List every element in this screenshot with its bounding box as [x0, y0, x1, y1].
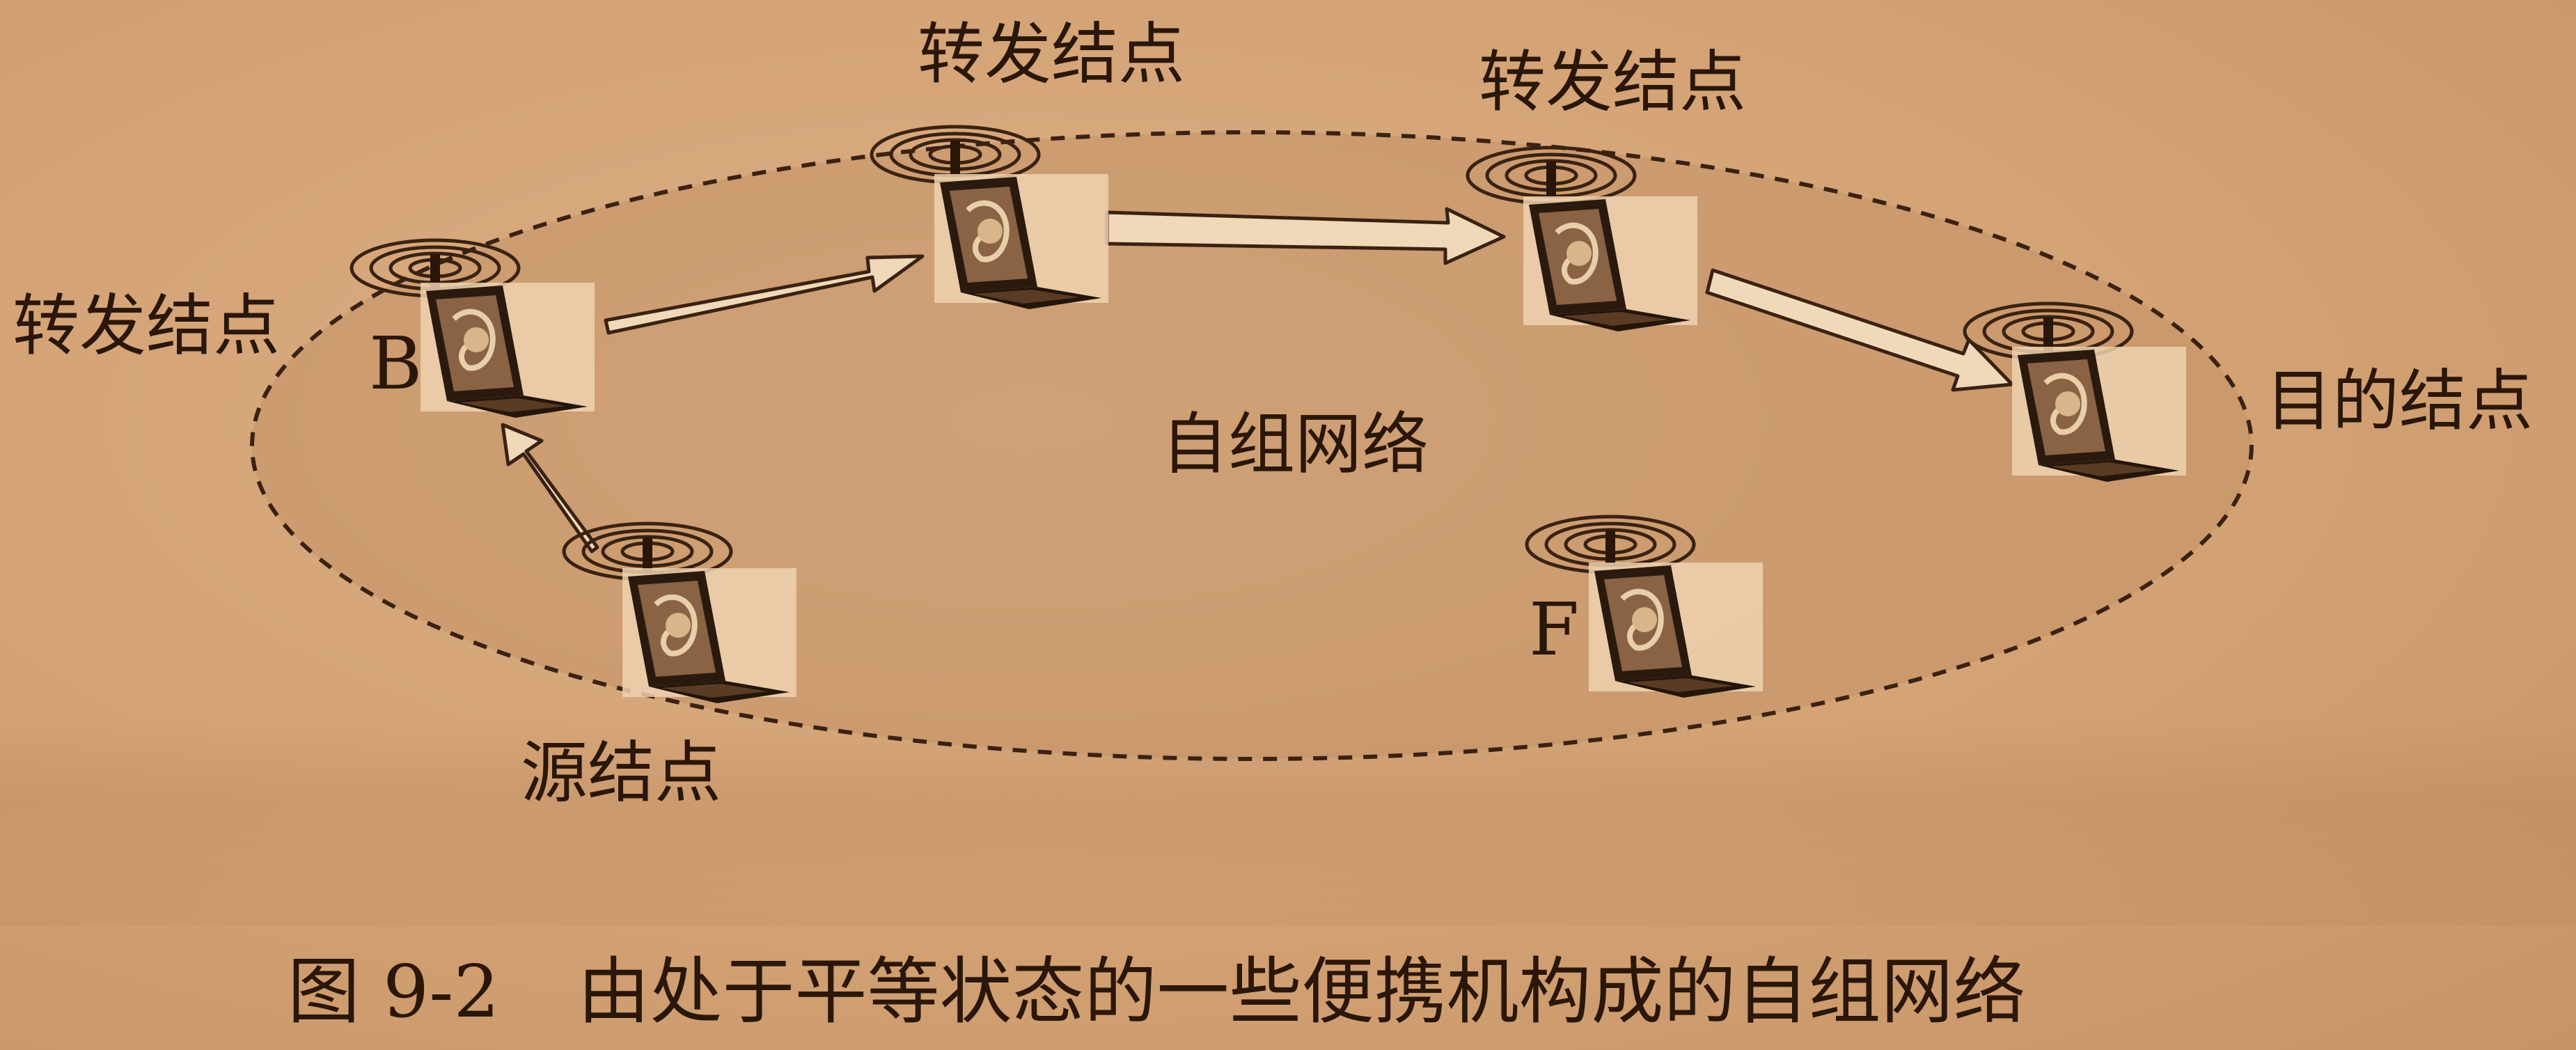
arrow-forward-2-to-destination	[1705, 268, 2014, 392]
route-arrows	[501, 207, 2014, 554]
label-forward-top-right: 转发结点	[1479, 43, 1746, 121]
arrow-b-to-forward-1	[604, 254, 925, 335]
label-source: 源结点	[521, 734, 721, 812]
figure-number: 图 9-2	[288, 949, 500, 1034]
figure-caption-text: 由处于平等状态的一些便携机构成的自组网络	[577, 949, 2026, 1034]
laptop-icon-b	[421, 283, 595, 418]
back-page-bleed	[0, 717, 2576, 926]
label-destination: 目的结点	[2265, 362, 2533, 440]
laptop-icon-forward-1	[934, 174, 1108, 309]
label-forward-top-left: 转发结点	[918, 15, 1185, 93]
laptop-icon-f	[1589, 563, 1763, 698]
letter-b: B	[369, 321, 423, 406]
laptop-icon-forward-2	[1523, 196, 1697, 331]
laptop-icon-destination	[2012, 347, 2186, 482]
label-forward-b: 转发结点	[13, 287, 280, 365]
arrow-forward-1-to-forward-2	[1105, 207, 1506, 265]
label-network: 自组网络	[1161, 405, 1429, 483]
letter-f: F	[1529, 587, 1580, 672]
laptop-icon-source	[622, 568, 796, 703]
